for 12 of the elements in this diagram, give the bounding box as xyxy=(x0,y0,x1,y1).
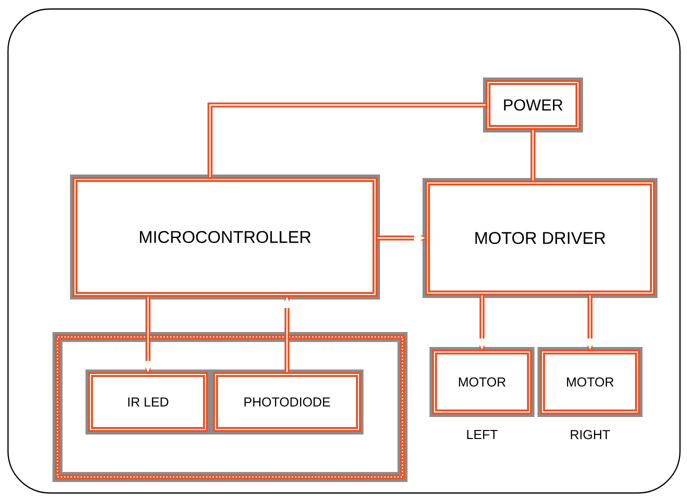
block-box: MOTOR xyxy=(430,346,534,417)
block-box: MOTOR DRIVER xyxy=(422,178,658,298)
side-label: RIGHT xyxy=(570,430,610,440)
block-box: MOTOR xyxy=(538,346,642,417)
block-box: POWER xyxy=(483,78,583,132)
connector-line xyxy=(530,130,536,180)
block-box: PHOTODIODE xyxy=(210,369,364,434)
connector-line xyxy=(208,102,486,177)
block-box: MICROCONTROLLER xyxy=(70,174,380,300)
block-box: IR LED xyxy=(86,369,210,434)
side-label: LEFT xyxy=(467,430,498,439)
dotted-group-frame xyxy=(52,332,408,482)
